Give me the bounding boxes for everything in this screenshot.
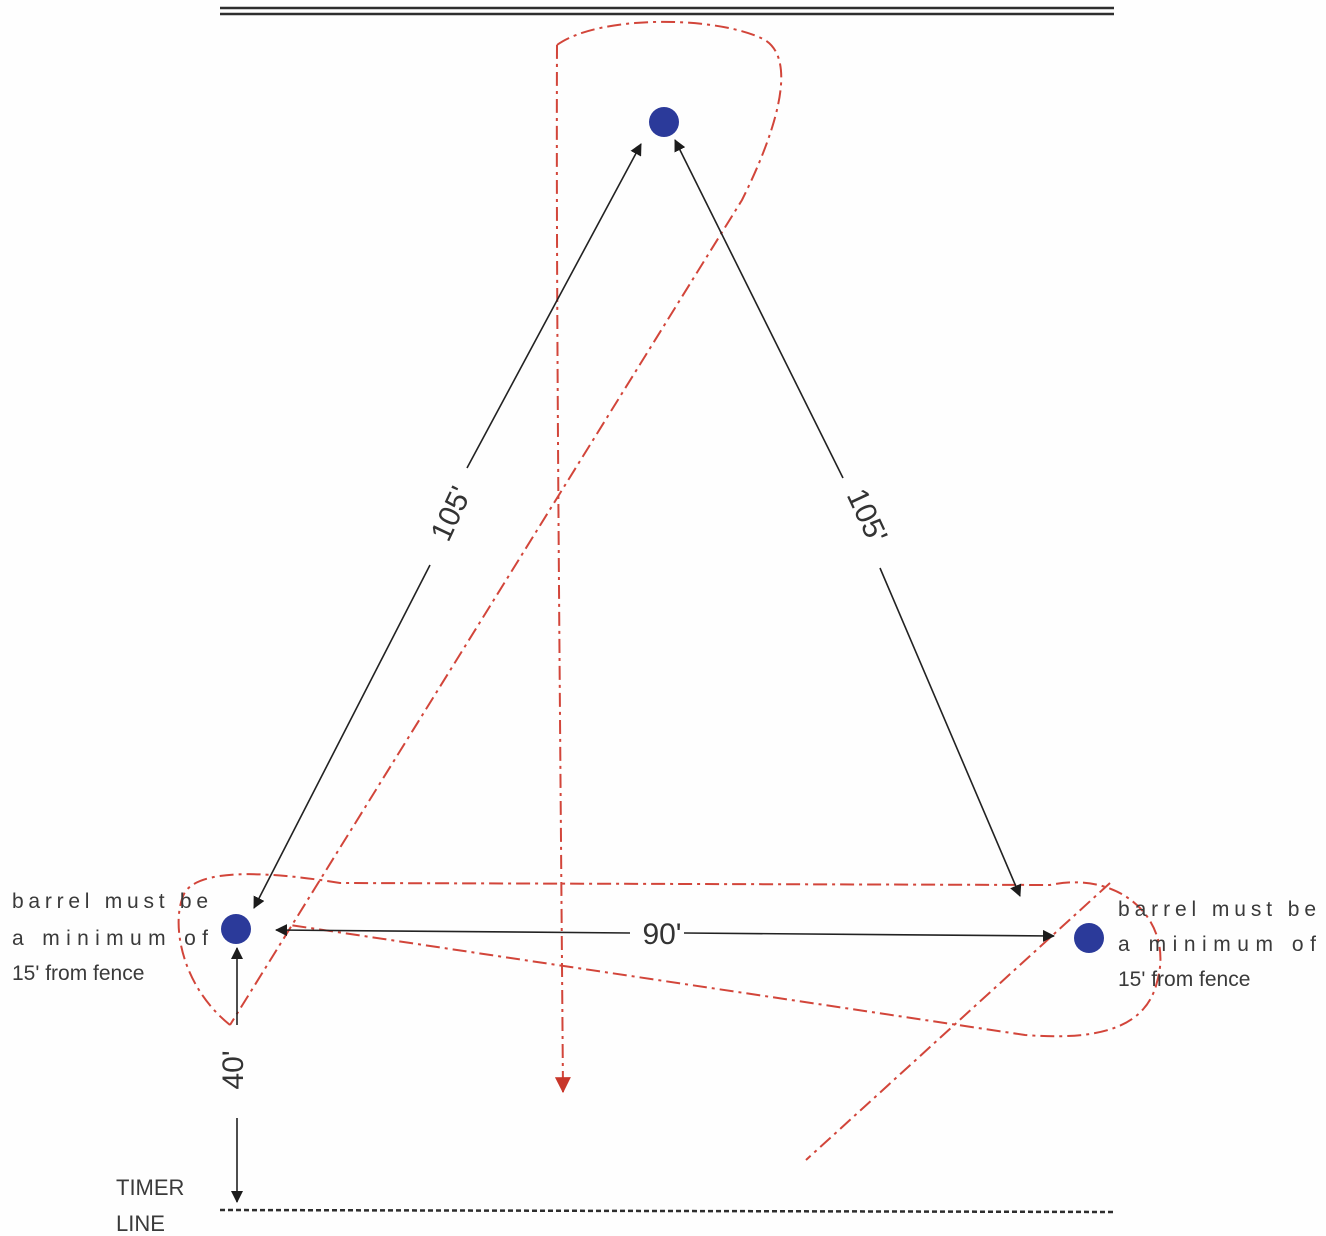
right-leg-label: 105'	[840, 484, 893, 549]
timer-line	[219, 1208, 1115, 1214]
base-label: 90'	[642, 918, 681, 951]
fence-top	[220, 6, 1114, 16]
base-line-right	[683, 929, 1055, 942]
pattern-path-exit	[805, 882, 1111, 1161]
barrel-left-icon	[221, 914, 251, 944]
pattern-path-top-loop	[229, 20, 783, 1026]
svg-text:TIMER: TIMER	[116, 1175, 184, 1200]
right-leg-line-lower	[879, 567, 1022, 897]
timer-distance-label: 40'	[217, 1050, 250, 1089]
svg-text:barrel must be: barrel must be	[1118, 898, 1316, 921]
barrel-right-icon	[1074, 923, 1104, 953]
pattern-path-left-loop	[177, 873, 1162, 1038]
svg-text:15' from fence: 15' from fence	[12, 962, 144, 985]
left-leg-label: 105'	[425, 482, 478, 547]
right-barrel-note: barrel must be a minimum of 15' from fen…	[1118, 898, 1316, 991]
base-line-left	[275, 924, 631, 937]
svg-text:barrel must be: barrel must be	[12, 890, 208, 913]
svg-text:a minimum of: a minimum of	[1118, 933, 1316, 956]
left-leg-line-lower	[253, 564, 431, 909]
left-leg-line	[466, 143, 642, 469]
svg-text:15' from fence: 15' from fence	[1118, 968, 1250, 991]
svg-text:LINE: LINE	[116, 1211, 165, 1236]
left-barrel-note: barrel must be a minimum of 15' from fen…	[12, 890, 208, 985]
barrel-top-icon	[649, 107, 679, 137]
right-leg-line	[674, 139, 844, 479]
timer-line-label: TIMER LINE	[116, 1175, 184, 1236]
pattern-path-center	[554, 44, 571, 1094]
dimension-lines	[231, 139, 1055, 1203]
pattern-path	[177, 20, 1162, 1161]
